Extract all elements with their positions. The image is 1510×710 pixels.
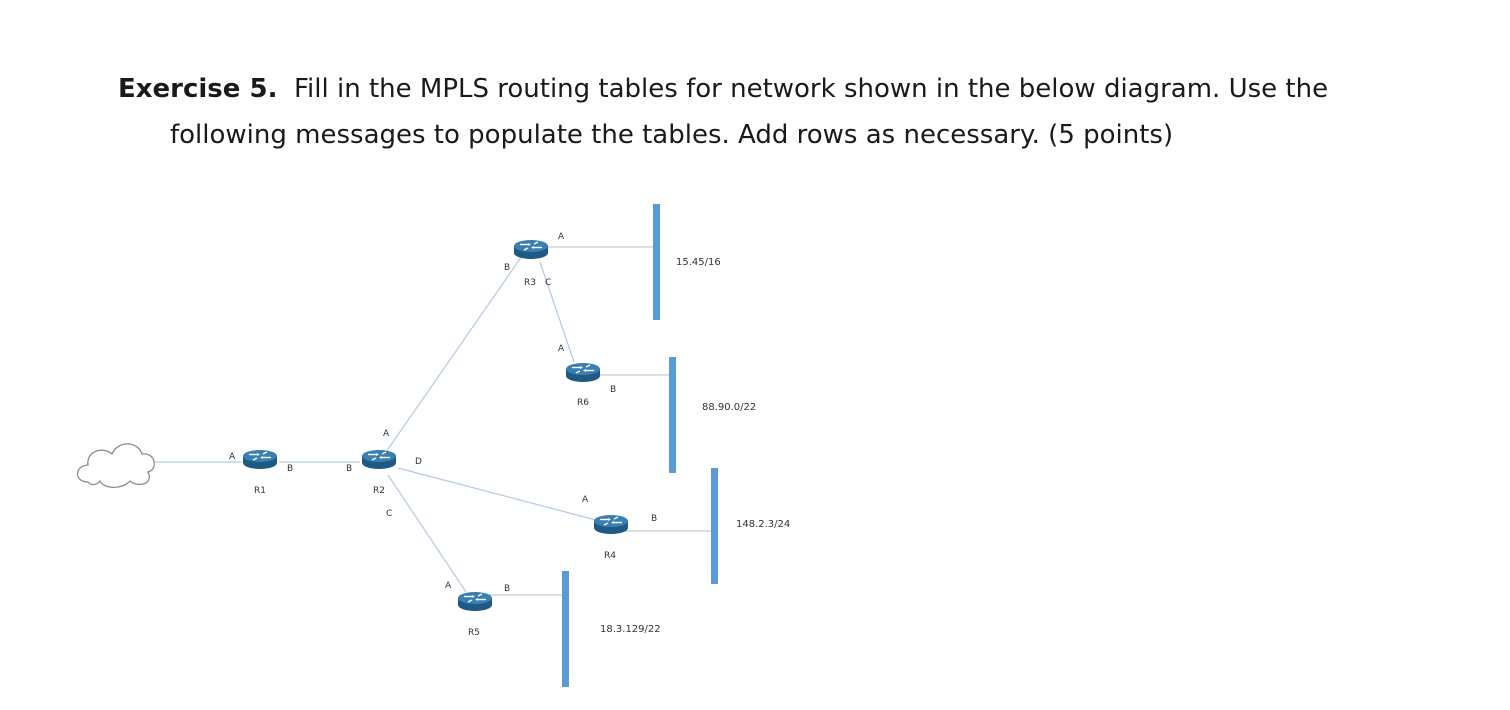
network-bar-3 bbox=[711, 468, 718, 584]
router-label-r4: R4 bbox=[604, 551, 616, 561]
iface-r3-a: A bbox=[558, 232, 565, 242]
link-r2-r4 bbox=[397, 467, 597, 521]
network-bar-4 bbox=[562, 571, 569, 687]
prompt-text-2: following messages to populate the table… bbox=[170, 120, 1174, 150]
router-r1-icon bbox=[242, 449, 278, 470]
router-label-r5: R5 bbox=[468, 628, 480, 638]
network-bar-1 bbox=[653, 204, 660, 320]
router-label-r1: R1 bbox=[254, 486, 266, 496]
iface-r2-c: C bbox=[386, 509, 392, 519]
cloud-icon bbox=[76, 443, 155, 489]
network-label-2: 88.90.0/22 bbox=[702, 402, 756, 413]
iface-r5-b: B bbox=[504, 584, 510, 594]
iface-r4-a: A bbox=[582, 495, 589, 505]
iface-r6-a: A bbox=[558, 344, 565, 354]
prompt-text-1: Fill in the MPLS routing tables for netw… bbox=[293, 74, 1329, 104]
iface-r2-a: A bbox=[383, 429, 390, 439]
router-label-r3: R3 bbox=[524, 278, 536, 288]
iface-r3-b: B bbox=[504, 263, 510, 273]
iface-r2-b: B bbox=[346, 464, 352, 474]
iface-r4-b: B bbox=[651, 514, 657, 524]
iface-r1-b: B bbox=[287, 464, 293, 474]
router-r2-icon bbox=[361, 449, 397, 470]
iface-r1-a: A bbox=[229, 452, 236, 462]
iface-r3-c: C bbox=[545, 278, 551, 288]
prompt-line-1: Exercise 5. Fill in the MPLS routing tab… bbox=[118, 66, 1448, 112]
iface-r6-b: B bbox=[610, 385, 616, 395]
router-r3-icon bbox=[513, 239, 549, 260]
iface-r5-a: A bbox=[445, 581, 452, 591]
link-r2-r3 bbox=[385, 255, 523, 453]
network-label-1: 15.45/16 bbox=[676, 257, 721, 268]
prompt-line-2: following messages to populate the table… bbox=[118, 112, 1448, 158]
iface-r2-d: D bbox=[415, 457, 422, 467]
network-bar-2 bbox=[669, 357, 676, 473]
router-label-r2: R2 bbox=[373, 486, 385, 496]
network-label-4: 18.3.129/22 bbox=[600, 624, 661, 635]
exercise-prompt: Exercise 5. Fill in the MPLS routing tab… bbox=[118, 66, 1448, 158]
links bbox=[155, 246, 714, 596]
link-r2-r5 bbox=[387, 474, 467, 593]
link-r3-r6 bbox=[539, 261, 575, 363]
router-r4-icon bbox=[593, 514, 629, 535]
exercise-heading: Exercise 5. bbox=[118, 74, 278, 104]
router-r6-icon bbox=[565, 362, 601, 383]
router-r5-icon bbox=[457, 591, 493, 612]
router-label-r6: R6 bbox=[577, 398, 589, 408]
network-label-3: 148.2.3/24 bbox=[736, 519, 790, 530]
